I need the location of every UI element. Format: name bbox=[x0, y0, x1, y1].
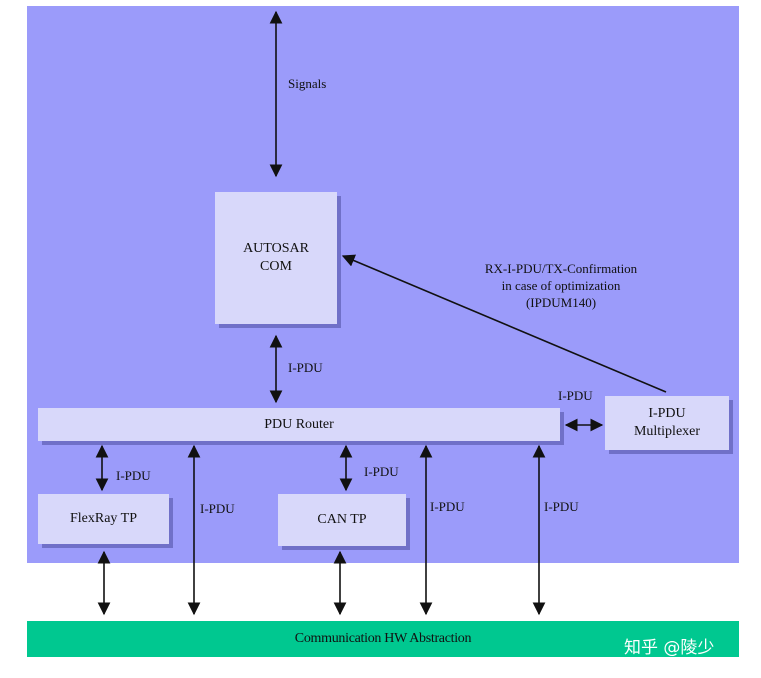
diagram-background bbox=[27, 6, 739, 563]
signals-label: Signals bbox=[288, 76, 327, 91]
can-tp-block: CAN TP bbox=[278, 494, 406, 546]
watermark-text: 知乎 @陵少 bbox=[624, 638, 715, 658]
hw-abstraction-label: Communication HW Abstraction bbox=[294, 631, 472, 646]
ipdu-other-label: I-PDU bbox=[544, 499, 579, 514]
mux-to-com-line-2: in case of optimization bbox=[501, 278, 621, 293]
communication-hw-abstraction-bar: Communication HW Abstraction bbox=[27, 621, 739, 657]
autosar-com-block: AUTOSAR COM bbox=[215, 192, 337, 324]
ipdu-router-mux-label: I-PDU bbox=[558, 388, 593, 403]
mux-to-com-line-3: (IPDUM140) bbox=[525, 295, 597, 310]
ipdu-com-router-label: I-PDU bbox=[288, 360, 323, 375]
ipdu-multiplexer-block: I-PDU Multiplexer bbox=[605, 396, 729, 450]
mux-to-com-line-1: RX-I-PDU/TX-Confirmation bbox=[484, 261, 638, 276]
ipdu-can-tp-label: I-PDU bbox=[364, 464, 399, 479]
mux-to-com-arrow bbox=[341, 254, 667, 393]
ipdu-flexray-tp-label: I-PDU bbox=[116, 468, 151, 483]
mux-to-com-annotation: RX-I-PDU/TX-Confirmation in case of opti… bbox=[448, 260, 674, 311]
ipdu-flexray-direct-label: I-PDU bbox=[200, 501, 235, 516]
ipdu-can-direct-label: I-PDU bbox=[430, 499, 465, 514]
pdu-router-block: PDU Router bbox=[38, 408, 560, 441]
flexray-tp-block: FlexRay TP bbox=[38, 494, 169, 544]
